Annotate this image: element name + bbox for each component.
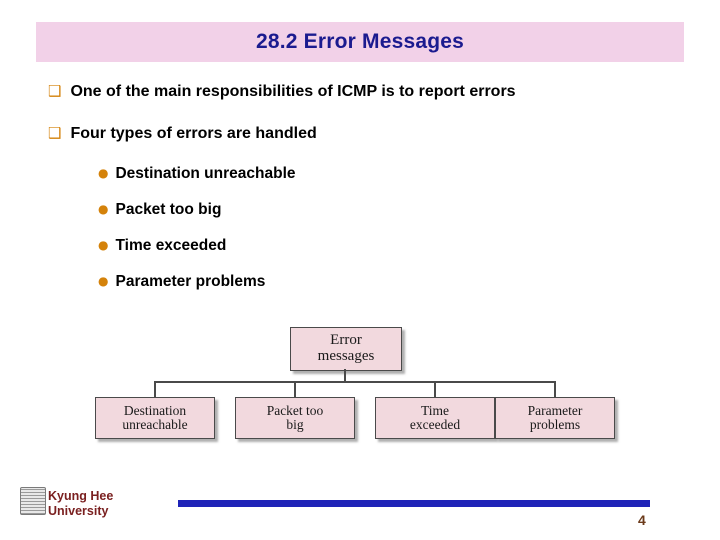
diagram-root-line2: messages <box>317 348 375 364</box>
page-number: 4 <box>638 512 646 528</box>
sub-bullet-item-3: ● Time exceeded <box>98 236 226 255</box>
diagram-leaf-4-line2: problems <box>529 417 581 432</box>
sub-bullet-text-3: Time exceeded <box>115 237 227 254</box>
footer-organization: Kyung Hee University <box>48 489 113 519</box>
sub-bullet-item-4: ● Parameter problems <box>98 272 265 291</box>
sub-bullet-text-4: Parameter problems <box>115 273 266 290</box>
bullet-item-2: ❑ Four types of errors are handled <box>48 124 317 143</box>
diagram-leaf-1-line2: unreachable <box>122 417 188 432</box>
footer-divider <box>178 500 650 507</box>
diagram-connector-leaf-1 <box>154 381 156 397</box>
sub-bullet-text-1: Destination unreachable <box>115 165 296 182</box>
diagram-leaf-2-line1: Packet too <box>266 402 324 418</box>
sub-bullet-text-2: Packet too big <box>115 201 222 218</box>
bullet-marker-icon: ❑ <box>48 124 62 142</box>
error-messages-tree-diagram: Error messages Destination unreachable P… <box>85 325 645 450</box>
bullet-item-1: ❑ One of the main responsibilities of IC… <box>48 82 516 101</box>
diagram-leaf-3-line2: exceeded <box>409 417 461 432</box>
bullet-marker-icon: ❑ <box>48 82 62 100</box>
sub-bullet-item-1: ● Destination unreachable <box>98 164 296 183</box>
sub-bullet-item-2: ● Packet too big <box>98 200 221 219</box>
diagram-leaf-4-line1: Parameter <box>527 402 583 418</box>
sub-bullet-marker-icon: ● <box>98 166 109 180</box>
sub-bullet-marker-icon: ● <box>98 202 109 216</box>
footer-org-line1: Kyung Hee <box>48 489 114 503</box>
diagram-leaf-node-3: Time exceeded <box>375 397 495 439</box>
sub-bullet-marker-icon: ● <box>98 238 109 252</box>
diagram-connector-leaf-2 <box>294 381 296 397</box>
diagram-leaf-node-2: Packet too big <box>235 397 355 439</box>
diagram-connector-root <box>344 369 346 381</box>
diagram-root-node: Error messages <box>290 327 402 371</box>
sub-bullet-marker-icon: ● <box>98 274 109 288</box>
slide-title-band: 28.2 Error Messages <box>36 22 684 62</box>
diagram-connector-leaf-3 <box>434 381 436 397</box>
university-crest-icon <box>20 487 46 517</box>
footer-org-line2: University <box>48 504 109 518</box>
diagram-leaf-2-line2: big <box>286 417 304 432</box>
bullet-text-1: One of the main responsibilities of ICMP… <box>70 83 516 100</box>
diagram-leaf-node-4: Parameter problems <box>495 397 615 439</box>
diagram-leaf-1-line1: Destination <box>123 402 187 418</box>
page-title: 28.2 Error Messages <box>255 30 465 53</box>
bullet-text-2: Four types of errors are handled <box>70 125 317 142</box>
diagram-leaf-3-line1: Time <box>420 402 449 418</box>
diagram-leaf-node-1: Destination unreachable <box>95 397 215 439</box>
diagram-connector-leaf-4 <box>554 381 556 397</box>
diagram-connector-bus <box>154 381 554 383</box>
crest-shape <box>20 487 46 515</box>
diagram-root-line1: Error <box>330 332 362 349</box>
